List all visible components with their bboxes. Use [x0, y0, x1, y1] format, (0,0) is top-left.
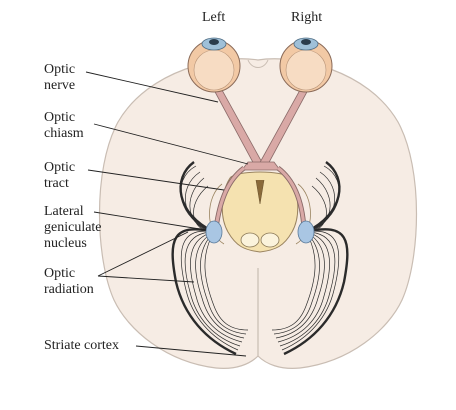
leader-radiation-1: [97, 231, 189, 277]
eye-left: [187, 37, 241, 93]
leader-optic-tract: [87, 169, 225, 191]
label-lgn-line3: nucleus: [44, 236, 87, 251]
frontal-notch: [247, 59, 269, 68]
label-optic-tract: Optic tract: [44, 160, 75, 192]
label-optic-chiasm: Optic chiasm: [44, 110, 84, 142]
leader-optic-nerve: [85, 71, 219, 103]
eye-right: [279, 37, 333, 93]
lgn-left: [205, 220, 223, 244]
label-optic-tract-line1: Optic: [44, 160, 76, 175]
leader-optic-chiasm: [93, 123, 249, 165]
label-optic-nerve-line1: Optic: [44, 62, 76, 77]
label-optic-tract-line2: tract: [44, 176, 69, 191]
optic-chiasm: [241, 161, 281, 171]
label-right: Right: [291, 10, 323, 25]
label-lateral-geniculate: Lateral geniculate nucleus: [44, 204, 102, 252]
label-lgn-line2: geniculate: [44, 220, 102, 235]
label-left: Left: [202, 10, 226, 25]
cerebral-aqueduct: [255, 179, 265, 205]
leader-lgn: [93, 211, 207, 231]
leader-striate: [135, 345, 247, 357]
optic-tracts-inner: [214, 166, 306, 229]
leader-radiation-2: [97, 275, 195, 283]
optic-radiation-left: [171, 161, 249, 356]
label-optic-nerve-line2: nerve: [44, 78, 76, 93]
leader-lines: [85, 71, 249, 357]
label-optic-nerve: Optic nerve: [44, 62, 75, 94]
optic-radiation-right: [271, 161, 349, 356]
label-striate-cortex: Striate cortex: [44, 338, 120, 353]
label-optic-radiation-line1: Optic: [44, 266, 76, 281]
label-optic-radiation-line2: radiation: [44, 282, 94, 297]
colliculi: [240, 232, 280, 248]
label-optic-chiasm-line1: Optic: [44, 110, 76, 125]
label-optic-radiation: Optic radiation: [44, 266, 94, 298]
label-lgn-line1: Lateral: [44, 204, 84, 219]
lgn-right: [297, 220, 315, 244]
label-optic-chiasm-line2: chiasm: [44, 126, 84, 141]
